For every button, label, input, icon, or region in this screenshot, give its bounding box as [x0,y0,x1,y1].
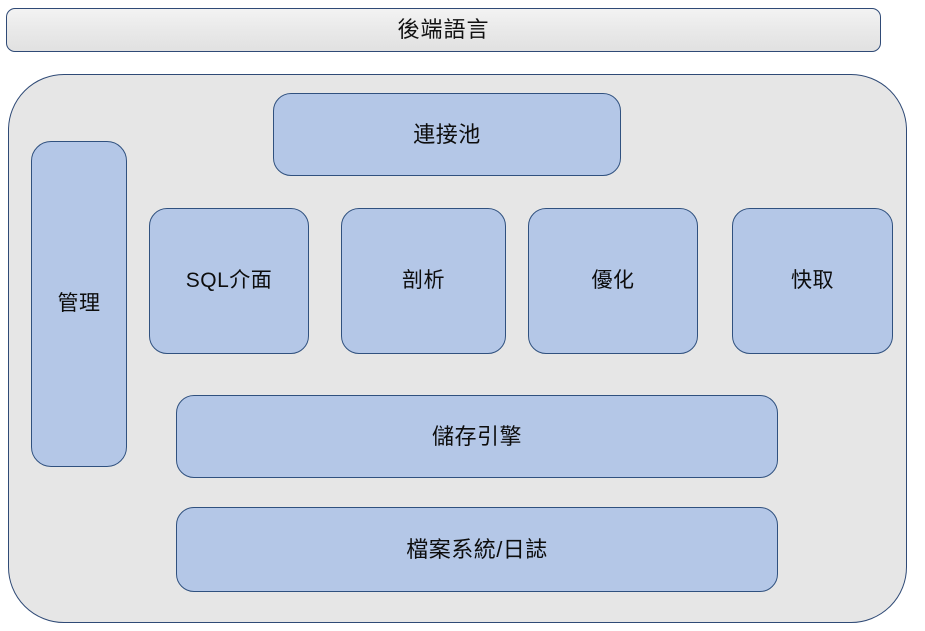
component-box-storage-engine[interactable]: 儲存引擎 [176,395,778,478]
component-box-file-system-log[interactable]: 檔案系統/日誌 [176,507,778,592]
database-server-container: 管理 連接池 SQL介面 剖析 優化 快取 儲存引擎 檔案系統/日誌 [8,74,907,623]
banner-label: 後端語言 [397,17,490,42]
component-label-connection-pool: 連接池 [413,121,481,147]
component-label-storage-engine: 儲存引擎 [431,423,522,449]
component-label-management: 管理 [57,291,101,315]
backend-language-banner: 後端語言 [6,8,881,52]
component-box-parser[interactable]: 剖析 [341,208,506,354]
component-label-parser: 剖析 [402,268,445,292]
component-box-connection-pool[interactable]: 連接池 [273,93,621,176]
component-label-file-system-log: 檔案系統/日誌 [406,536,548,562]
component-label-cache: 快取 [791,268,834,292]
component-label-sql-interface: SQL介面 [185,268,273,292]
component-label-optimizer: 優化 [591,268,635,292]
component-box-sql-interface[interactable]: SQL介面 [149,208,309,354]
component-box-optimizer[interactable]: 優化 [528,208,698,354]
component-box-management[interactable]: 管理 [31,141,127,467]
component-box-cache[interactable]: 快取 [732,208,893,354]
